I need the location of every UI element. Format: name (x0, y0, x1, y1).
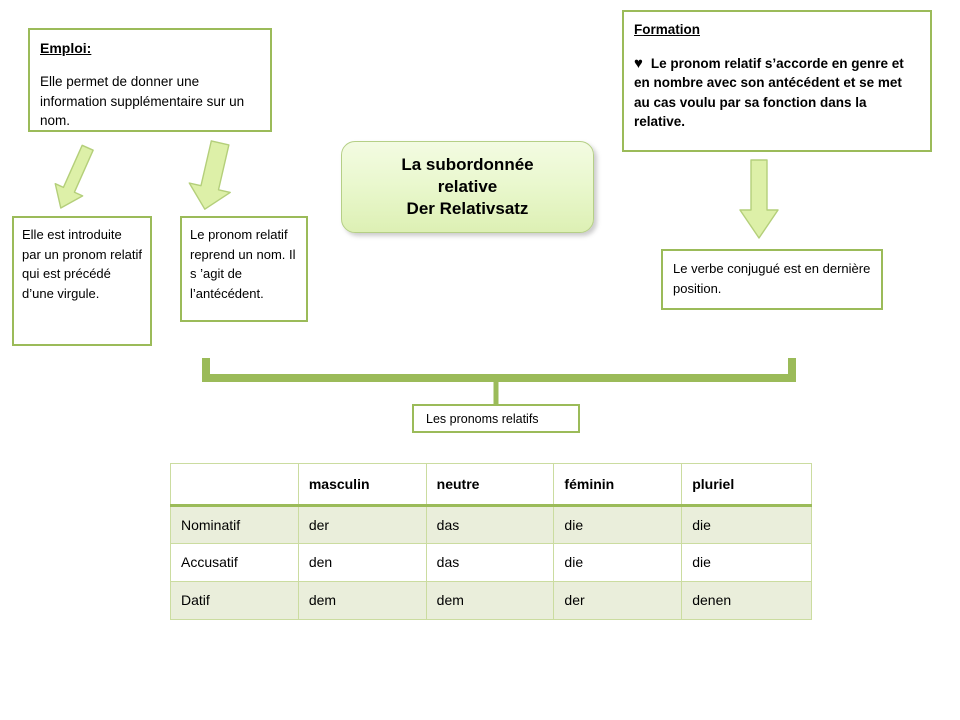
table-row-label: Datif (170, 581, 299, 620)
table-row-label: Accusatif (170, 543, 299, 582)
table-cell: dem (297, 581, 427, 620)
formation-title: Formation (634, 22, 700, 37)
table-row: Datif dem dem der denen (170, 581, 812, 620)
formation-box-content: Formation ♥Le pronom relatif s’accorde e… (624, 12, 930, 138)
note-intro-text: Elle est introduite par un pronom relati… (22, 227, 142, 301)
table-cell: der (297, 505, 427, 544)
note-verbe-text: Le verbe conjugué est en dernière positi… (673, 261, 871, 296)
arrow-formation-to-verbe-note (739, 159, 779, 239)
bracket-label-content: Les pronoms relatifs (414, 406, 578, 431)
table-head: masculin neutre féminin pluriel (170, 463, 812, 507)
table-header-cell-masculin: masculin (297, 463, 427, 507)
table-row-label: Nominatif (170, 505, 299, 544)
arrow-emploi-to-pronom-note (188, 140, 231, 210)
table-header-cell-0 (170, 463, 299, 507)
table-cell: das (425, 543, 555, 582)
table-row: Nominatif der das die die (170, 505, 812, 544)
relative-pronouns-table: masculin neutre féminin pluriel Nominati… (170, 463, 812, 620)
note-box-intro: Elle est introduite par un pronom relati… (12, 216, 152, 346)
table-cell: das (425, 505, 555, 544)
table-header-cell-feminin: féminin (553, 463, 683, 507)
note-box-pronom-content: Le pronom relatif reprend un nom. Il s ’… (182, 218, 306, 310)
table-cell: den (297, 543, 427, 582)
table-cell: der (553, 581, 683, 620)
table-cell: die (553, 543, 683, 582)
emploi-body: Elle permet de donner une information su… (40, 74, 245, 129)
formation-body-text: Le pronom relatif s’accorde en genre et … (634, 55, 904, 130)
table-cell: denen (681, 581, 812, 620)
note-box-pronom: Le pronom relatif reprend un nom. Il s ’… (180, 216, 308, 322)
note-box-intro-content: Elle est introduite par un pronom relati… (14, 218, 150, 310)
note-box-verbe-content: Le verbe conjugué est en dernière positi… (663, 251, 881, 306)
bracket-label-box: Les pronoms relatifs (412, 404, 580, 433)
formation-body: ♥Le pronom relatif s’accorde en genre et… (634, 54, 920, 132)
bracket-label-text: Les pronoms relatifs (426, 411, 539, 426)
note-pronom-text: Le pronom relatif reprend un nom. Il s ’… (190, 227, 296, 301)
arrow-emploi-to-intro-note (54, 144, 94, 209)
table-cell: die (553, 505, 683, 544)
table-header-cell-neutre: neutre (425, 463, 555, 507)
table-cell: dem (425, 581, 555, 620)
emploi-box: Emploi: Elle permet de donner une inform… (28, 28, 272, 132)
emploi-title: Emploi: (40, 40, 92, 56)
central-topic-title: La subordonnée relative Der Relativsatz (401, 154, 534, 219)
central-topic-box: La subordonnée relative Der Relativsatz (341, 141, 594, 233)
table-header-cell-pluriel: pluriel (681, 463, 812, 507)
table-body: Nominatif der das die die Accusatif den … (170, 505, 812, 620)
heart-icon: ♥ (634, 54, 643, 72)
table-header-row: masculin neutre féminin pluriel (170, 463, 812, 507)
bracket-connector (202, 358, 796, 404)
table-row: Accusatif den das die die (170, 543, 812, 582)
table-cell: die (681, 543, 812, 582)
note-box-verbe: Le verbe conjugué est en dernière positi… (661, 249, 883, 310)
emploi-box-content: Emploi: Elle permet de donner une inform… (30, 30, 270, 137)
formation-box: Formation ♥Le pronom relatif s’accorde e… (622, 10, 932, 152)
table-cell: die (681, 505, 812, 544)
